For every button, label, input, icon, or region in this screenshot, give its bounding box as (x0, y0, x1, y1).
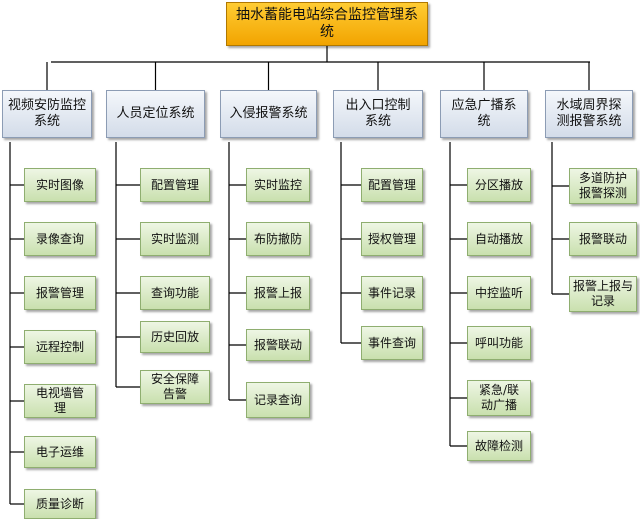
function-box-1-1-label: 实时图像 (35, 177, 84, 192)
function-box-1-3: 报警管理 (24, 276, 96, 310)
function-box-5-3: 中控监听 (467, 276, 531, 310)
function-box-1-6-label: 电子运维 (35, 444, 84, 459)
system-box-5: 应急广播系 统 (440, 90, 528, 138)
system-box-2: 人员定位系统 (106, 90, 205, 138)
function-box-6-2: 报警联动 (569, 222, 637, 256)
function-box-4-4: 事件查询 (361, 326, 423, 360)
system-box-2-label: 人员定位系统 (116, 105, 195, 121)
function-box-2-5-label: 安全保障 告警 (150, 372, 199, 401)
function-box-2-3: 查询功能 (140, 276, 210, 310)
function-box-4-2: 授权管理 (361, 222, 423, 256)
function-box-1-2: 录像查询 (24, 222, 96, 256)
function-box-5-2: 自动播放 (467, 222, 531, 256)
system-box-4: 出入口控制 系统 (333, 90, 423, 138)
function-box-3-4-label: 报警联动 (253, 337, 302, 352)
function-box-1-5: 电视墙管 理 (24, 384, 96, 418)
root-system-title: 抽水蓄能电站综合监控管理系统 (236, 6, 418, 41)
function-box-2-1-label: 配置管理 (150, 177, 199, 192)
function-box-5-6: 故障检测 (467, 431, 531, 461)
function-box-5-1-label: 分区播放 (474, 177, 523, 192)
function-box-3-2-label: 布防撤防 (253, 231, 302, 246)
function-box-4-4-label: 事件查询 (367, 335, 416, 350)
function-box-5-6-label: 故障检测 (474, 438, 523, 453)
system-box-5-label: 应急广播系 统 (451, 97, 517, 129)
system-box-6-label: 水域周界探 测报警系统 (556, 97, 622, 129)
function-box-2-1: 配置管理 (140, 168, 210, 202)
function-box-5-2-label: 自动播放 (474, 231, 523, 246)
function-box-5-5-label: 紧急/联 动广播 (478, 383, 520, 412)
system-box-1-label: 视频安防监控 系统 (7, 97, 86, 129)
system-box-3-label: 入侵报警系统 (229, 105, 308, 121)
function-box-4-1-label: 配置管理 (367, 177, 416, 192)
function-box-2-2: 实时监测 (140, 222, 210, 256)
function-box-3-2: 布防撤防 (246, 222, 310, 256)
function-box-3-3: 报警上报 (246, 276, 310, 310)
function-box-1-3-label: 报警管理 (35, 285, 84, 300)
function-box-1-1: 实时图像 (24, 168, 96, 202)
function-box-1-6: 电子运维 (24, 436, 96, 468)
function-box-1-4: 远程控制 (24, 330, 96, 364)
function-box-6-3: 报警上报与 记录 (569, 276, 637, 312)
function-box-4-1: 配置管理 (361, 168, 423, 202)
function-box-3-1-label: 实时监控 (253, 177, 302, 192)
function-box-5-4: 呼叫功能 (467, 326, 531, 360)
function-box-1-7: 质量诊断 (24, 489, 96, 519)
function-box-2-4: 历史回放 (140, 321, 210, 353)
function-box-3-5-label: 记录查询 (253, 392, 302, 407)
function-box-6-1: 多道防护 报警探测 (569, 168, 637, 204)
function-box-1-4-label: 远程控制 (35, 339, 84, 354)
root-system-box: 抽水蓄能电站综合监控管理系统 (226, 2, 428, 46)
system-box-4-label: 出入口控制 系统 (345, 97, 411, 129)
function-box-3-4: 报警联动 (246, 329, 310, 361)
function-box-1-2-label: 录像查询 (35, 231, 84, 246)
function-box-3-5: 记录查询 (246, 382, 310, 418)
function-box-6-2-label: 报警联动 (578, 231, 627, 246)
function-box-2-4-label: 历史回放 (150, 329, 199, 344)
function-box-4-2-label: 授权管理 (367, 231, 416, 246)
function-box-1-5-label: 电视墙管 理 (35, 386, 84, 415)
function-box-2-2-label: 实时监测 (150, 231, 199, 246)
function-box-1-7-label: 质量诊断 (35, 496, 84, 511)
function-box-6-1-label: 多道防护 报警探测 (578, 171, 627, 200)
function-box-4-3: 事件记录 (361, 276, 423, 310)
system-box-3: 入侵报警系统 (220, 90, 317, 138)
function-box-5-5: 紧急/联 动广播 (467, 380, 531, 416)
function-box-3-1: 实时监控 (246, 168, 310, 202)
function-box-4-3-label: 事件记录 (367, 285, 416, 300)
function-box-5-1: 分区播放 (467, 168, 531, 202)
system-box-1: 视频安防监控 系统 (2, 90, 92, 138)
function-box-5-3-label: 中控监听 (474, 285, 523, 300)
system-box-6: 水域周界探 测报警系统 (545, 90, 633, 138)
function-box-2-5: 安全保障 告警 (140, 370, 210, 404)
function-box-6-3-label: 报警上报与 记录 (573, 279, 634, 308)
function-box-5-4-label: 呼叫功能 (474, 335, 523, 350)
function-box-3-3-label: 报警上报 (253, 285, 302, 300)
function-box-2-3-label: 查询功能 (150, 285, 199, 300)
